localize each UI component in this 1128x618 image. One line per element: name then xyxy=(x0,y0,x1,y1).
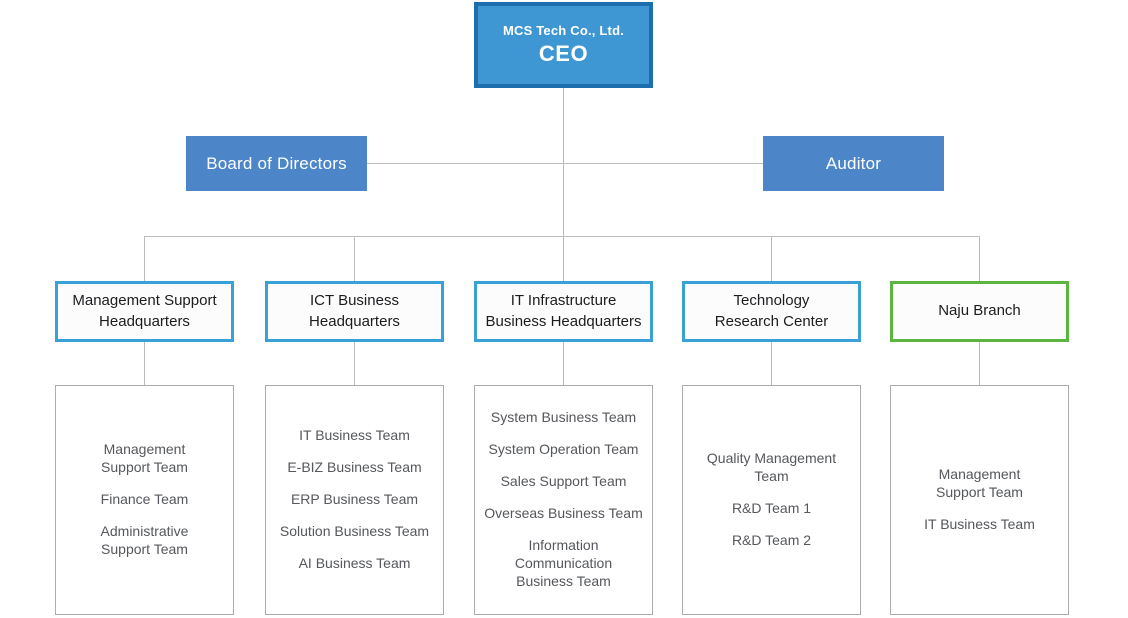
team-item: R&D Team 2 xyxy=(731,531,812,548)
dept-title: ICT Business Headquarters xyxy=(309,292,400,330)
dept-box-management-support-hq: Management Support Headquarters xyxy=(55,281,234,342)
connector-line xyxy=(771,236,772,281)
team-item: System Business Team xyxy=(490,409,637,426)
ceo-box: MCS Tech Co., Ltd. CEO xyxy=(474,2,653,88)
auditor-box: Auditor xyxy=(763,136,944,191)
connector-line xyxy=(354,342,355,385)
board-of-directors-box: Board of Directors xyxy=(186,136,367,191)
connector-line xyxy=(979,236,980,281)
connector-line xyxy=(144,236,980,237)
connector-line xyxy=(367,163,763,164)
team-item: Information Communication Business Team xyxy=(514,536,613,589)
team-item: Solution Business Team xyxy=(279,522,430,539)
team-item: IT Business Team xyxy=(299,427,410,444)
team-item: System Operation Team xyxy=(488,441,639,458)
dept-box-ict-business-hq: ICT Business Headquarters xyxy=(265,281,444,342)
team-list-naju-branch: Management Support Team IT Business Team xyxy=(890,385,1069,615)
connector-line xyxy=(354,236,355,281)
team-item: R&D Team 1 xyxy=(731,500,812,516)
dept-title: Management Support Headquarters xyxy=(72,292,217,330)
dept-title: IT Infrastructure Business Headquarters xyxy=(485,292,642,330)
team-item: Overseas Business Team xyxy=(484,505,643,522)
connector-line xyxy=(144,236,145,281)
dept-box-technology-research-center: Technology Research Center xyxy=(682,281,861,342)
ceo-title: CEO xyxy=(538,41,589,66)
company-name: MCS Tech Co., Ltd. xyxy=(502,23,625,38)
team-item: Sales Support Team xyxy=(500,473,627,490)
team-item: AI Business Team xyxy=(298,554,411,571)
auditor-label: Auditor xyxy=(825,153,882,173)
team-item: IT Business Team xyxy=(924,515,1035,532)
dept-title: Technology Research Center xyxy=(714,292,829,330)
dept-box-naju-branch: Naju Branch xyxy=(890,281,1069,342)
dept-box-it-infrastructure-hq: IT Infrastructure Business Headquarters xyxy=(474,281,653,342)
team-item: Management Support Team xyxy=(936,466,1023,501)
connector-line xyxy=(144,342,145,385)
team-item: Administrative Support Team xyxy=(100,522,189,557)
connector-line xyxy=(563,88,564,281)
team-item: Finance Team xyxy=(100,491,189,508)
team-item: E-BIZ Business Team xyxy=(287,459,422,476)
connector-line xyxy=(771,342,772,385)
team-item: ERP Business Team xyxy=(290,491,419,508)
team-item: Quality Management Team xyxy=(706,450,837,485)
dept-title: Naju Branch xyxy=(938,302,1021,320)
connector-line xyxy=(979,342,980,385)
connector-line xyxy=(563,342,564,385)
team-item: Management Support Team xyxy=(101,441,188,476)
board-of-directors-label: Board of Directors xyxy=(206,153,347,173)
